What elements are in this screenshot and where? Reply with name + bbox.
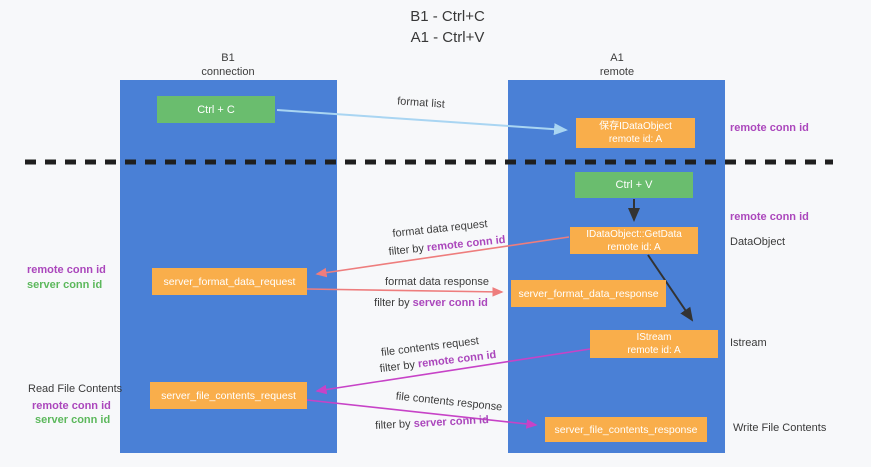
diagram-title: B1 - Ctrl+C A1 - Ctrl+V [340, 6, 555, 48]
edge-label-format-data-response-filter: filter by server conn id [374, 297, 488, 309]
node-server-file-contents-response: server_file_contents_response [545, 417, 707, 442]
label-server-conn-id-bottom-left: server conn id [35, 414, 111, 426]
node-saved-dataobject: 保存IDataObject remote id: A [576, 118, 695, 148]
node-saved-dataobject-line1: 保存IDataObject [599, 121, 672, 132]
node-server-format-data-request: server_format_data_request [152, 268, 307, 295]
node-getdata-line2: remote id: A [607, 241, 661, 253]
node-getdata-line1: IDataObject::GetData [586, 228, 682, 240]
edge-label-format-data-response: format data response [385, 276, 489, 288]
label-dataobject: DataObject [730, 236, 786, 248]
title-line-2: A1 - Ctrl+V [410, 29, 485, 46]
node-ctrl-v: Ctrl + V [575, 172, 693, 198]
filter-by-prefix: filter by [374, 297, 413, 309]
node-istream-line2: remote id: A [627, 345, 681, 356]
filter-by-prefix: filter by [374, 417, 414, 432]
label-remote-conn-id-top-right: remote conn id [730, 122, 809, 134]
node-istream: IStream remote id: A [590, 330, 718, 358]
title-line-1: B1 - Ctrl+C [410, 8, 485, 25]
file-contents-request-arrow [315, 348, 591, 395]
label-remote-conn-id-mid-left: remote conn id [27, 264, 106, 276]
label-read-file-contents: Read File Contents [28, 383, 123, 395]
label-remote-conn-id-mid-right: remote conn id [730, 211, 809, 223]
getdata-to-istream-arrow [647, 254, 694, 322]
format-list-arrow [276, 109, 568, 136]
lane-b1-subtitle: connection [201, 66, 255, 78]
lane-a1-subtitle: remote [599, 66, 635, 78]
lane-b1-name: B1 [221, 52, 235, 64]
node-server-format-data-response: server_format_data_response [511, 280, 666, 307]
format-data-response-arrow [306, 287, 504, 297]
lane-header-b1: B1 connection [168, 51, 288, 79]
label-istream: Istream [730, 337, 767, 349]
format-data-request-arrow [315, 236, 570, 278]
node-istream-line1: IStream [636, 332, 672, 343]
label-server-conn-id-mid-left: server conn id [27, 279, 103, 291]
label-remote-conn-id-bottom-left: remote conn id [32, 400, 111, 412]
node-ctrl-c: Ctrl + C [157, 96, 275, 123]
node-saved-dataobject-line2: remote id: A [608, 134, 663, 145]
node-server-file-contents-request: server_file_contents_request [150, 382, 307, 409]
label-write-file-contents: Write File Contents [733, 422, 827, 434]
lane-a1-name: A1 [610, 52, 624, 64]
node-idataobject-getdata: IDataObject::GetData remote id: A [570, 227, 698, 254]
file-contents-response-arrow [306, 399, 538, 429]
lane-header-a1: A1 remote [557, 51, 677, 79]
filter-key-server-conn-id: server conn id [412, 297, 488, 309]
